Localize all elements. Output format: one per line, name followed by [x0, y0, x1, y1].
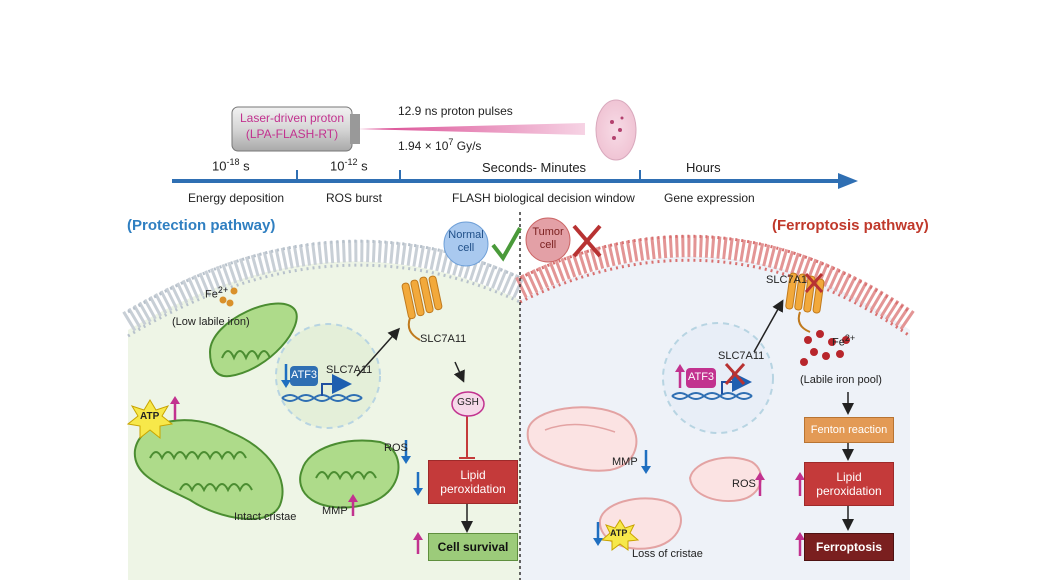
laser-label-line2: (LPA-FLASH-RT): [245, 127, 339, 141]
phase-label-3: FLASH biological decision window: [452, 191, 635, 205]
slc-gene-label-left: SLC7A11: [326, 364, 373, 376]
mmp-label-left: MMP: [322, 505, 348, 517]
lipid-label-right-1: Lipid: [836, 470, 862, 484]
atf3-down-arrow-left: [281, 364, 291, 388]
tumor-cell-label-2: cell: [539, 239, 557, 251]
ferroptosis-up-arrow-right: [795, 532, 805, 556]
slc-protein-label-right: SLC7A1: [766, 274, 807, 286]
iron-dots-right: [800, 330, 850, 366]
promoter-arrow-right: [721, 372, 752, 394]
mmp-up-arrow-left: [348, 494, 358, 516]
inhibit-line-left: [459, 416, 475, 459]
normal-cell-label-1: Normal: [448, 229, 484, 241]
gene-cross-right: [724, 362, 746, 386]
lipid-down-arrow-left: [413, 472, 423, 496]
fe-label-right: Fe2+: [832, 333, 856, 349]
atp-star-left: [126, 399, 174, 440]
tumor-cell-icon: [525, 217, 571, 263]
time-label-4: Hours: [686, 160, 721, 175]
arrow-to-transporter: [356, 327, 400, 377]
low-labile-iron-label: (Low labile iron): [172, 316, 250, 328]
mitochondrion-top-right: [526, 406, 638, 472]
gsh-label: GSH: [457, 397, 479, 408]
timeline-arrow: [172, 170, 858, 189]
time-label-1: 10-18 s: [212, 157, 250, 174]
iron-dots-left: [219, 287, 238, 307]
proton-beam: [358, 123, 585, 135]
nucleus-right: [662, 322, 774, 434]
labile-iron-pool-label: (Labile iron pool): [800, 374, 882, 386]
lipid-label-right-2: peroxidation: [816, 484, 882, 498]
arrow-to-transporter-right: [753, 299, 784, 353]
dna-right-icon: [671, 392, 753, 400]
atf3-box-right: [686, 368, 716, 388]
gsh-bubble: [451, 391, 485, 417]
atf3-label-left: ATF3: [290, 369, 318, 381]
mitochondrion-top-left: [208, 302, 298, 378]
laser-device-icon: [231, 106, 360, 152]
right-membrane: [515, 234, 917, 338]
atp-up-arrow-left: [170, 396, 180, 420]
intact-cristae-label: Intact cristae: [234, 511, 297, 523]
lipid-label-left-2: peroxidation: [440, 482, 506, 496]
mitochondrion-large-left: [133, 419, 284, 520]
atp-label-left: ATP: [140, 411, 160, 422]
ros-up-arrow-right: [755, 472, 765, 496]
pulse-label: 12.9 ns proton pulses: [398, 104, 513, 118]
phase-label-1: Energy deposition: [188, 191, 285, 205]
lipid-peroxidation-box-left: Lipid peroxidation: [428, 460, 518, 504]
normal-cell-label-2: cell: [457, 242, 475, 254]
normal-cell-icon: [443, 221, 489, 267]
transporter-left-icon: [401, 275, 443, 341]
atp-label-right: ATP: [610, 528, 628, 538]
ros-label-right: ROS: [732, 478, 756, 490]
time-label-2: 10-12 s: [330, 157, 368, 174]
cell-survival-box: Cell survival: [428, 533, 518, 561]
slc-protein-label-left: SLC7A11: [420, 333, 467, 345]
arrow-to-gsh: [453, 361, 465, 383]
tumor-cell-label-1: Tumor: [532, 226, 564, 238]
dose-rate-label: 1.94 × 107 Gy/s: [398, 137, 482, 153]
lipid-peroxidation-box-right: Lipid peroxidation: [804, 462, 894, 506]
mitochondrion-small-left: [299, 439, 400, 509]
cross-icon: [572, 224, 602, 258]
phase-label-4: Gene expression: [664, 191, 755, 205]
fenton-reaction-box: Fenton reaction: [804, 417, 894, 443]
laser-label-line1: Laser-driven proton: [239, 111, 345, 125]
check-icon: [491, 227, 522, 262]
petri-dish-icon: [595, 99, 637, 161]
phase-label-2: ROS burst: [326, 191, 383, 205]
protection-pathway-title: (Protection pathway): [127, 217, 276, 234]
promoter-arrow-left: [321, 374, 352, 396]
ferroptosis-pathway-title: (Ferroptosis pathway): [772, 217, 929, 234]
atf3-box-left: [290, 366, 318, 386]
ferroptosis-box: Ferroptosis: [804, 533, 894, 561]
survival-up-arrow-left: [413, 532, 423, 554]
loss-of-cristae-label: Loss of cristae: [632, 548, 703, 560]
slc-gene-label-right: SLC7A11: [718, 350, 765, 362]
mmp-down-arrow-right: [641, 450, 651, 474]
time-label-3: Seconds- Minutes: [482, 160, 587, 175]
transporter-cross-icon: [804, 273, 824, 293]
lipid-up-arrow-right: [795, 472, 805, 496]
atp-down-arrow-right: [593, 522, 603, 546]
ros-label-left: ROS: [384, 442, 408, 454]
ros-down-arrow-left: [401, 440, 411, 464]
atf3-label-right: ATF3: [687, 371, 715, 383]
lipid-label-left-1: Lipid: [460, 468, 486, 482]
mmp-label-right: MMP: [612, 456, 638, 468]
atf3-up-arrow-right: [675, 364, 685, 388]
atp-star-right: [600, 519, 640, 551]
fe-label-left: Fe2+: [205, 285, 229, 301]
